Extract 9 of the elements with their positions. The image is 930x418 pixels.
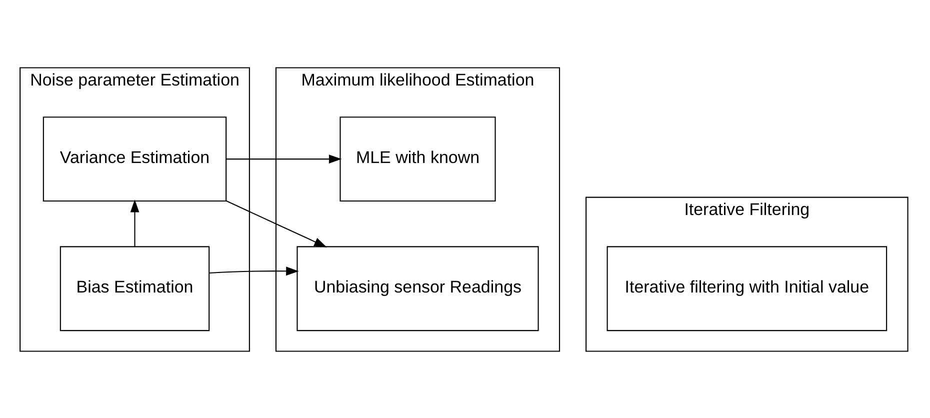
arrow (226, 200, 327, 247)
node-box: Unbiasing sensor Readings (296, 246, 539, 331)
arrow (209, 266, 299, 276)
arrow (130, 199, 140, 246)
node-box: MLE with known (340, 116, 496, 202)
arrow (226, 154, 342, 164)
node-box: Iterative filtering with Initial value (606, 246, 888, 331)
node-box: Variance Estimation (42, 116, 227, 202)
node-box: Bias Estimation (60, 246, 210, 331)
